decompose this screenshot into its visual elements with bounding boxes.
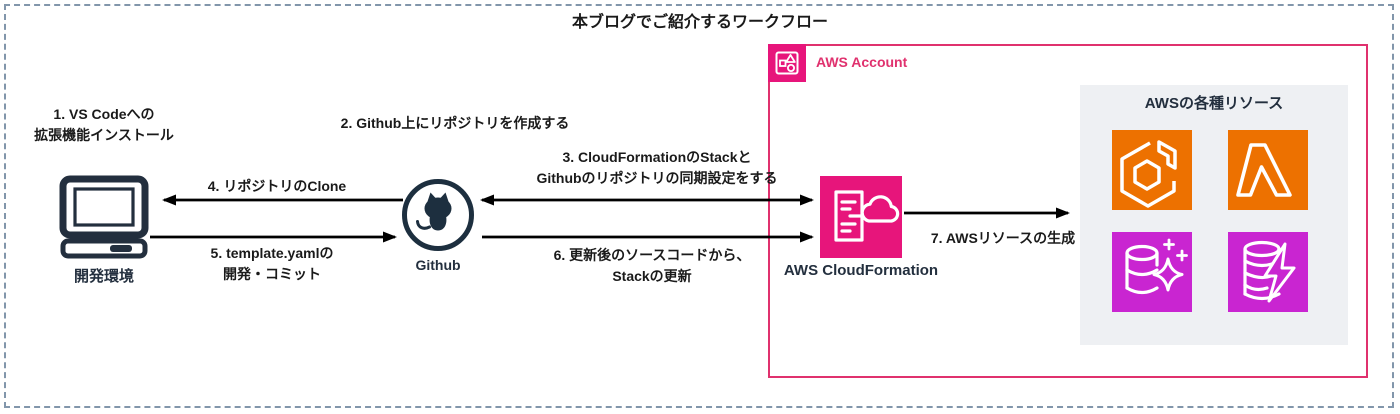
database-sparkle-icon (1112, 232, 1192, 312)
lambda-icon (1228, 130, 1308, 210)
container-service-icon (1112, 130, 1192, 210)
step-2-label: 2. Github上にリポジトリを作成する (340, 115, 570, 131)
step-7-label: 7. AWSリソースの生成 (930, 230, 1076, 246)
github-label: Github (415, 257, 461, 273)
computer-icon (58, 174, 150, 260)
aws-account-icon (768, 44, 806, 82)
aws-account-label: AWS Account (816, 54, 908, 70)
cloudformation-label: AWS CloudFormation (783, 262, 939, 279)
outer-dashed-border (4, 4, 1394, 408)
cloudformation-icon (820, 176, 902, 258)
resources-title: AWSの各種リソース (1144, 95, 1284, 112)
step-1-label: 1. VS Codeへの 拡張機能インストール (34, 106, 174, 143)
dev-env-label: 開発環境 (73, 268, 135, 285)
diagram-title: 本ブログでご紹介するワークフロー (571, 14, 829, 31)
step-4-label: 4. リポジトリのClone (207, 178, 347, 194)
step-6-label: 6. 更新後のソースコードから、 Stackの更新 (553, 247, 751, 284)
github-icon (401, 178, 475, 252)
aws-account-box (768, 44, 1368, 378)
step-5-label: 5. template.yamlの 開発・コミット (210, 245, 334, 282)
database-lightning-icon (1228, 232, 1308, 312)
step-3-label: 3. CloudFormationのStackと Githubのリポジトリの同期… (536, 149, 778, 186)
